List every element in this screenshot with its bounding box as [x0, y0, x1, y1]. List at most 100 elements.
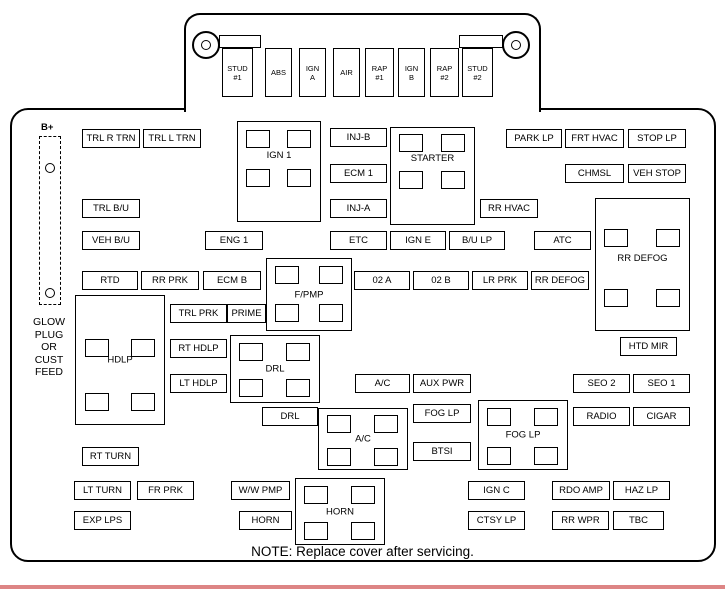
fuse-ign-e: IGN E	[390, 231, 446, 250]
fuse-ac: A/C	[355, 374, 410, 393]
relay-drl-label: DRL	[265, 363, 285, 375]
screw-tab-left	[219, 35, 261, 48]
fuse-slot	[287, 130, 311, 148]
fuse-ign-c: IGN C	[468, 481, 525, 500]
fuse-btsi: BTSI	[413, 442, 471, 461]
fuse-slot	[246, 169, 270, 187]
top-fuse-stud-2: STUD #2	[462, 48, 493, 97]
fuse-horn: HORN	[239, 511, 292, 530]
fuse-fr-prk: FR PRK	[137, 481, 194, 500]
fuse-slot	[441, 171, 465, 189]
fuse-rt-turn: RT TURN	[82, 447, 139, 466]
fuse-slot	[304, 522, 328, 540]
fuse-htd-mir: HTD MIR	[620, 337, 677, 356]
fuse-veh-stop: VEH STOP	[628, 164, 686, 183]
fuse-slot	[441, 134, 465, 152]
fuse-drl: DRL	[262, 407, 318, 426]
fuse-slot	[246, 130, 270, 148]
relay-f-pmp: F/PMP	[266, 258, 352, 331]
relay-ac-label: A/C	[355, 433, 371, 445]
relay-ign-1-label: IGN 1	[266, 150, 292, 161]
fuse-rdo-amp: RDO AMP	[552, 481, 610, 500]
fuse-slot	[85, 393, 109, 411]
relay-ac: A/C	[318, 408, 408, 470]
servicing-note: NOTE: Replace cover after servicing.	[251, 544, 474, 559]
fuse-rr-defog: RR DEFOG	[531, 271, 589, 290]
fuse-rr-hvac: RR HVAC	[480, 199, 538, 218]
fuse-inj-b: INJ-B	[330, 128, 387, 147]
fuse-haz-lp: HAZ LP	[613, 481, 670, 500]
top-fuse-air: AIR	[333, 48, 360, 97]
fuse-slot	[327, 415, 351, 433]
fuse-trl-prk: TRL PRK	[170, 304, 227, 323]
relay-rr-defog-label: RR DEFOG	[617, 253, 668, 264]
fuse-slot	[239, 343, 263, 361]
fuse-slot	[319, 304, 343, 322]
relay-hdlp-label: HDLP	[107, 354, 133, 366]
fuse-slot	[487, 408, 511, 426]
fuse-inj-a: INJ-A	[330, 199, 387, 218]
fuse-slot	[304, 486, 328, 504]
relay-starter: STARTER	[390, 127, 475, 225]
relay-hdlp: HDLP	[75, 295, 165, 425]
fuse-slot	[286, 379, 310, 397]
fuse-ctsy-lp: CTSY LP	[468, 511, 525, 530]
screw-right-center-icon	[511, 40, 521, 50]
glow-plug-feed-dashed-outline	[39, 136, 61, 305]
top-fuse-ign-a: IGN A	[299, 48, 326, 97]
fuse-seo-1: SEO 1	[633, 374, 690, 393]
fuse-02-b: 02 B	[413, 271, 469, 290]
glow-plug-cust-feed-label: GLOW PLUG OR CUST FEED	[32, 316, 66, 379]
screw-right-icon	[502, 31, 530, 59]
fuse-02-a: 02 A	[354, 271, 410, 290]
terminal-hole-bottom-icon	[45, 288, 55, 298]
fuse-slot	[319, 266, 343, 284]
fuse-slot	[374, 448, 398, 466]
fuse-lt-turn: LT TURN	[74, 481, 131, 500]
fuse-slot	[656, 229, 680, 247]
relay-ign-1: IGN 1	[237, 121, 321, 222]
fuse-slot	[131, 393, 155, 411]
top-fuse-stud-1: STUD #1	[222, 48, 253, 97]
fuse-radio: RADIO	[573, 407, 630, 426]
fuse-stop-lp: STOP LP	[628, 129, 686, 148]
fuse-slot	[275, 304, 299, 322]
fuse-exp-lps: EXP LPS	[74, 511, 131, 530]
fuse-slot	[604, 289, 628, 307]
relay-fog-lp-label: FOG LP	[505, 429, 541, 441]
fuse-trl-l-trn: TRL L TRN	[143, 129, 201, 148]
fuse-prime: PRIME	[227, 304, 266, 323]
relay-horn: HORN	[295, 478, 385, 545]
fuse-frt-hvac: FRT HVAC	[565, 129, 624, 148]
fuse-cigar: CIGAR	[633, 407, 690, 426]
relay-drl: DRL	[230, 335, 320, 403]
fuse-fog-lp: FOG LP	[413, 404, 471, 423]
screw-tab-right	[459, 35, 503, 48]
fuse-slot	[286, 343, 310, 361]
fuse-seo-2: SEO 2	[573, 374, 630, 393]
fuse-aux-pwr: AUX PWR	[413, 374, 471, 393]
relay-rr-defog: RR DEFOG	[595, 198, 690, 331]
bottom-red-strip	[0, 585, 725, 589]
top-fuse-abs: ABS	[265, 48, 292, 97]
fuse-slot	[487, 447, 511, 465]
fuse-slot	[351, 522, 375, 540]
fuse-bu-lp: B/U LP	[449, 231, 505, 250]
fuse-rtd: RTD	[82, 271, 138, 290]
relay-starter-label: STARTER	[410, 153, 455, 164]
fuse-slot	[534, 408, 558, 426]
fuse-lt-hdlp: LT HDLP	[170, 374, 227, 393]
fuse-slot	[351, 486, 375, 504]
relay-f-pmp-label: F/PMP	[294, 289, 324, 300]
fuse-atc: ATC	[534, 231, 591, 250]
fuse-trl-r-trn: TRL R TRN	[82, 129, 140, 148]
fuse-slot	[399, 134, 423, 152]
top-fuse-ign-b: IGN B	[398, 48, 425, 97]
fuse-lr-prk: LR PRK	[472, 271, 528, 290]
fuse-slot	[131, 339, 155, 357]
fuse-eng-1: ENG 1	[205, 231, 263, 250]
fuse-trl-bu: TRL B/U	[82, 199, 140, 218]
fuse-slot	[85, 339, 109, 357]
fuse-slot	[239, 379, 263, 397]
fuse-slot	[604, 229, 628, 247]
